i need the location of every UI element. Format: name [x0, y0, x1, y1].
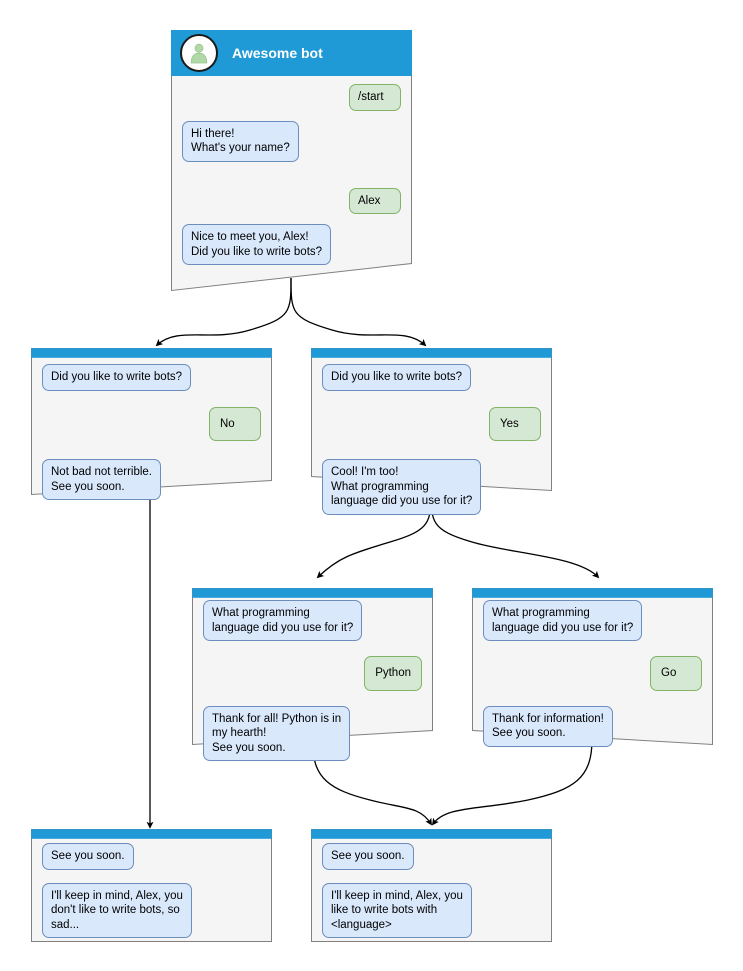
bot-message-bubble[interactable]: See you soon. — [42, 843, 134, 870]
person-avatar-icon — [180, 34, 218, 72]
bot-message-bubble[interactable]: Thank for all! Python is in my hearth! S… — [203, 705, 351, 761]
node-header-bar — [31, 348, 272, 358]
message-row: Hi there! What's your name? — [171, 120, 412, 162]
message-row: What programming language did you use fo… — [192, 600, 433, 641]
chat-body: Did you like to write bots? Yes Cool! I'… — [311, 364, 552, 525]
answer-python-node[interactable]: What programming language did you use fo… — [192, 588, 433, 761]
message-row: No — [31, 406, 272, 441]
chat-body: What programming language did you use fo… — [192, 600, 433, 771]
message-row: I'll keep in mind, Alex, you like to wri… — [311, 882, 552, 938]
user-message-bubble[interactable]: No — [209, 406, 261, 441]
node-header-bar — [311, 829, 552, 839]
bot-message-bubble[interactable]: What programming language did you use fo… — [483, 600, 643, 641]
bot-message-bubble[interactable]: Not bad not terrible. See you soon. — [42, 459, 162, 500]
bot-message-bubble[interactable]: Hi there! What's your name? — [182, 120, 299, 162]
bot-message-bubble[interactable]: Cool! I'm too! What programming language… — [322, 459, 482, 515]
start-node[interactable]: Awesome bot /start Hi there! What's your… — [171, 30, 412, 292]
node-header-bar — [31, 829, 272, 839]
node-header-bar — [311, 348, 552, 358]
message-row: Did you like to write bots? — [311, 364, 552, 391]
bot-message-bubble[interactable]: I'll keep in mind, Alex, you like to wri… — [322, 882, 472, 938]
answer-yes-node[interactable]: Did you like to write bots? Yes Cool! I'… — [311, 348, 552, 515]
end-yes-node[interactable]: See you soon. I'll keep in mind, Alex, y… — [311, 829, 552, 942]
end-no-node[interactable]: See you soon. I'll keep in mind, Alex, y… — [31, 829, 272, 942]
bot-message-bubble[interactable]: Did you like to write bots? — [322, 364, 472, 391]
message-row: /start — [171, 84, 412, 111]
node-header-bar — [192, 588, 433, 598]
message-row: See you soon. — [311, 843, 552, 870]
message-row: I'll keep in mind, Alex, you don't like … — [31, 882, 272, 938]
message-row: Yes — [311, 406, 552, 441]
user-message-bubble[interactable]: /start — [349, 84, 401, 111]
bot-name-label: Awesome bot — [232, 45, 323, 61]
message-row: Python — [192, 656, 433, 691]
bot-message-bubble[interactable]: I'll keep in mind, Alex, you don't like … — [42, 882, 192, 938]
bot-message-bubble[interactable]: What programming language did you use fo… — [203, 600, 363, 641]
bot-message-bubble[interactable]: Thank for information! See you soon. — [483, 705, 613, 747]
node-header-bar — [472, 588, 713, 598]
bot-header-bar: Awesome bot — [171, 30, 412, 76]
message-row: Nice to meet you, Alex! Did you like to … — [171, 224, 412, 265]
message-row: What programming language did you use fo… — [472, 600, 713, 641]
chat-body: What programming language did you use fo… — [472, 600, 713, 757]
chat-body: /start Hi there! What's your name? Alex … — [171, 84, 412, 275]
message-row: Go — [472, 656, 713, 691]
message-row: Did you like to write bots? — [31, 364, 272, 391]
bot-message-bubble[interactable]: See you soon. — [322, 843, 414, 870]
user-message-bubble[interactable]: Alex — [349, 187, 401, 214]
bot-message-bubble[interactable]: Did you like to write bots? — [42, 364, 192, 391]
chat-body: See you soon. I'll keep in mind, Alex, y… — [31, 843, 272, 948]
user-message-bubble[interactable]: Yes — [489, 406, 541, 441]
message-row: Thank for all! Python is in my hearth! S… — [192, 705, 433, 761]
user-message-bubble[interactable]: Python — [364, 656, 422, 691]
message-row: Thank for information! See you soon. — [472, 705, 713, 747]
answer-go-node[interactable]: What programming language did you use fo… — [472, 588, 713, 747]
message-row: Cool! I'm too! What programming language… — [311, 459, 552, 515]
bot-message-bubble[interactable]: Nice to meet you, Alex! Did you like to … — [182, 224, 332, 265]
answer-no-node[interactable]: Did you like to write bots? No Not bad n… — [31, 348, 272, 500]
user-message-bubble[interactable]: Go — [650, 656, 702, 691]
chat-body: Did you like to write bots? No Not bad n… — [31, 364, 272, 510]
chat-body: See you soon. I'll keep in mind, Alex, y… — [311, 843, 552, 948]
message-row: See you soon. — [31, 843, 272, 870]
message-row: Not bad not terrible. See you soon. — [31, 459, 272, 500]
message-row: Alex — [171, 187, 412, 214]
